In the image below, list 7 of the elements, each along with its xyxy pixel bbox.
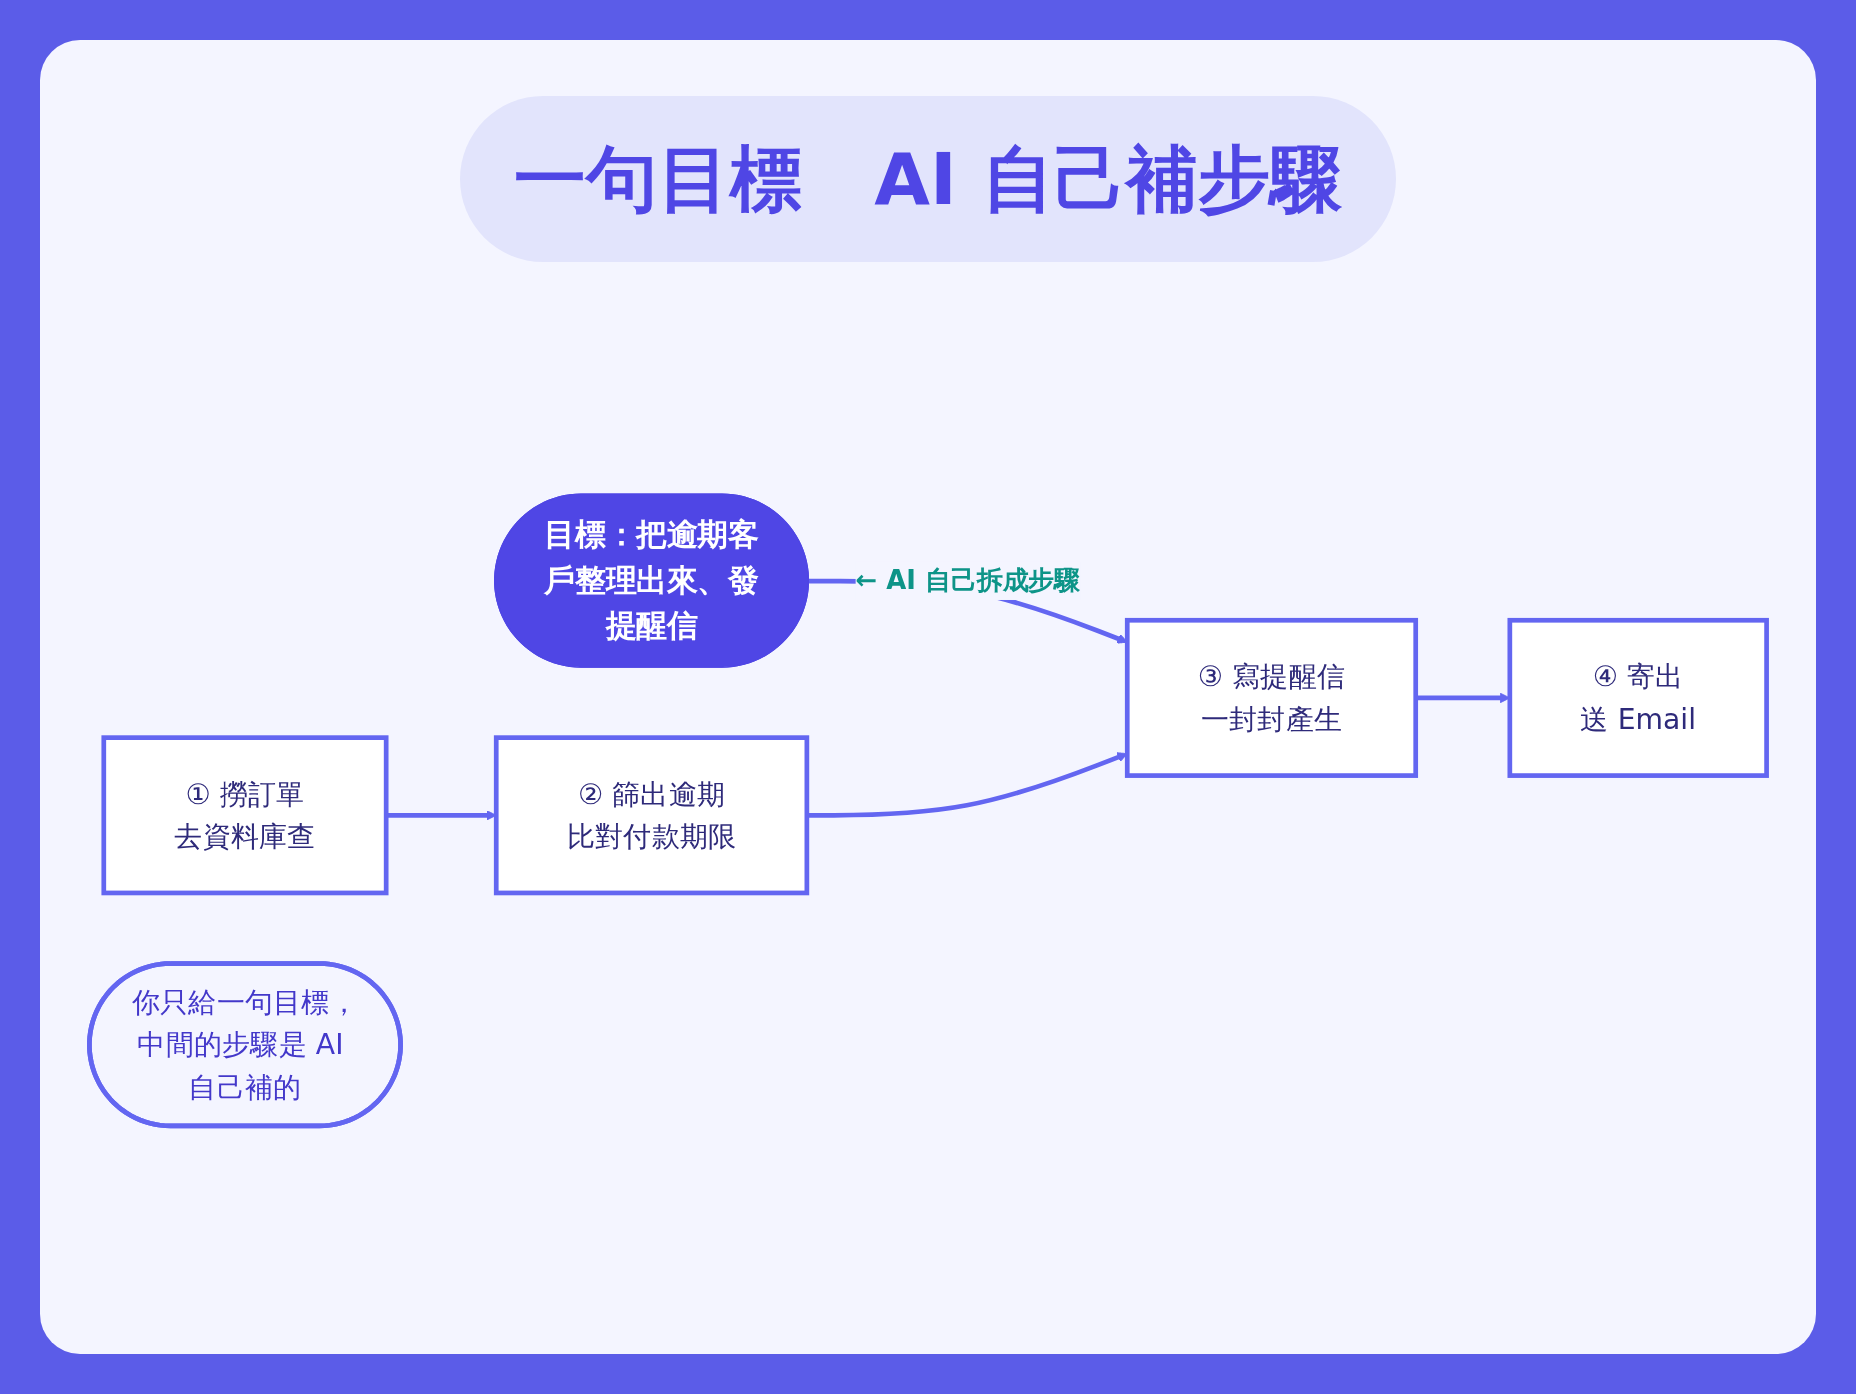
arrow xyxy=(386,810,497,821)
node-box: ③ 寫提醒信 一封封產生 xyxy=(1124,617,1419,778)
node-box: ② 篩出逾期 比對付款期限 xyxy=(493,735,810,896)
node-box: ④ 寄出 送 Email xyxy=(1507,617,1769,778)
node-box: ① 撈訂單 去資料庫查 xyxy=(101,735,389,896)
edge-label: ← AI 自己拆成步驟 xyxy=(855,565,1081,596)
title-banner: 一句目標 AI 自己補步驟 xyxy=(460,96,1396,262)
